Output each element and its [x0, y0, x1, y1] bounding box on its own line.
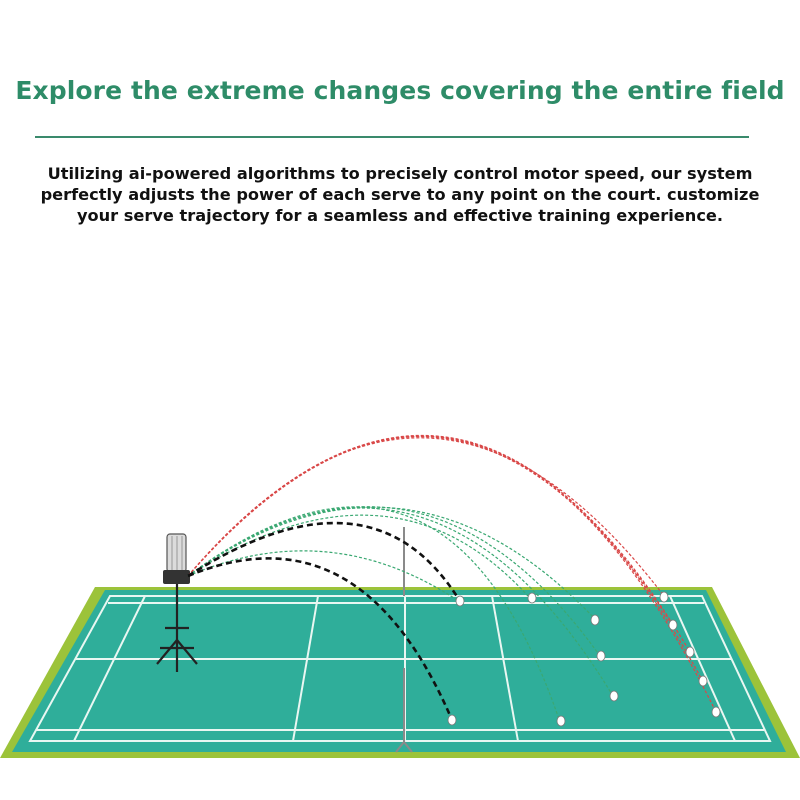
drop-trajectories [187, 521, 460, 721]
shuttlecock [556, 715, 566, 727]
trajectories [187, 435, 717, 723]
tripod [156, 582, 198, 672]
description-line-1: Utilizing ai-powered algorithms to preci… [47, 164, 753, 183]
shuttlecock [609, 690, 619, 702]
description-line-2: perfectly adjusts the power of each serv… [40, 185, 760, 204]
shuttlecocks [447, 591, 721, 727]
court-backline-right [669, 595, 736, 742]
launcher-head [163, 570, 190, 584]
shuttlecock [685, 646, 695, 658]
smash-trajectories [187, 435, 717, 713]
net-posts [395, 527, 413, 753]
shuttlecock [659, 591, 669, 603]
court-backline-left [73, 595, 146, 742]
description: Utilizing ai-powered algorithms to preci… [20, 163, 780, 226]
shuttlecock [596, 650, 606, 662]
divider [35, 136, 749, 138]
description-line-3: your serve trajectory for a seamless and… [76, 206, 724, 225]
court-short-line-left [292, 595, 319, 742]
headline: Explore the extreme changes covering the… [15, 76, 785, 105]
court-short-line-right [491, 595, 519, 742]
shuttlecock [527, 592, 537, 604]
court-lines [28, 595, 772, 742]
shuttlecock [698, 675, 708, 687]
shuttlecock [447, 714, 457, 726]
shuttlecock [711, 706, 721, 718]
serving-machine [156, 533, 198, 672]
shuttlecock [590, 614, 600, 626]
court-boundary-line [28, 595, 772, 742]
shuttlecock [455, 595, 465, 607]
shuttlecock [668, 619, 678, 631]
court-surface [12, 590, 786, 752]
